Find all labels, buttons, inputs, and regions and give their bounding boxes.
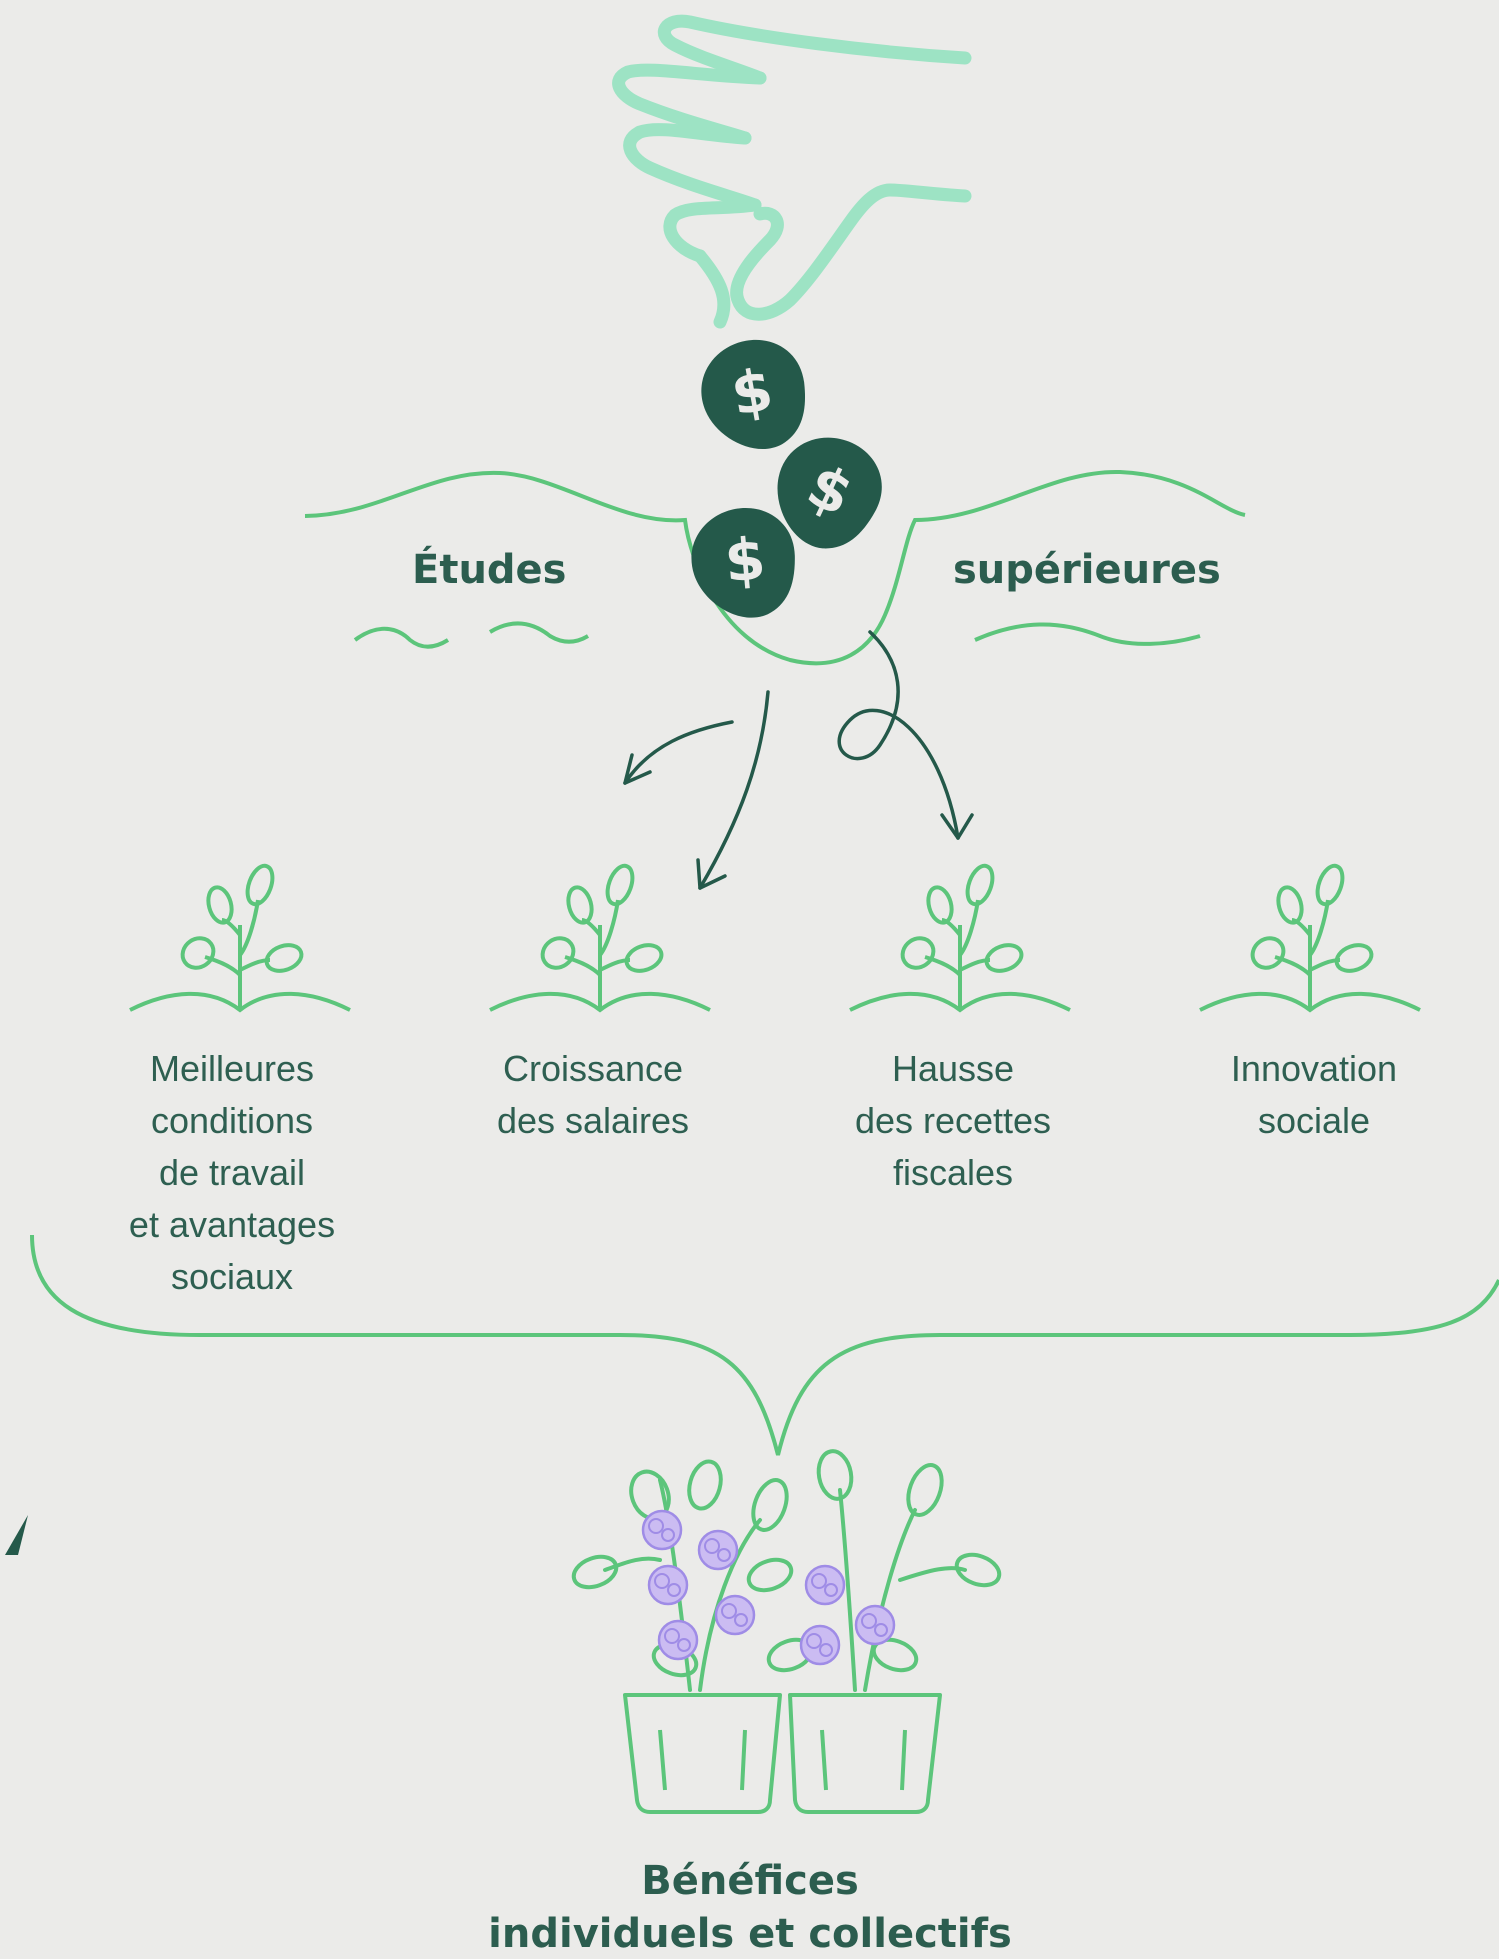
benefit-label-1: Meilleures conditions de travail et avan… [128, 1048, 336, 1297]
sprout-4 [1198, 860, 1422, 1012]
footer-line-1: Bénéfices [641, 1858, 859, 1904]
word-right: supérieures [953, 547, 1221, 593]
word-left: Études [412, 547, 567, 593]
hand-icon [612, 14, 972, 329]
coin-3-symbol: $ [722, 524, 768, 595]
wave-left-2 [488, 621, 590, 644]
benefit-label-3: Hausse des recettes fiscales [854, 1048, 1052, 1193]
benefit-label-2: Croissance des salaires [496, 1048, 690, 1141]
wave-right [974, 622, 1201, 646]
ground-line [304, 469, 1246, 666]
sprout-1 [128, 860, 352, 1012]
flower-pots [571, 1449, 1002, 1814]
bracket [30, 1234, 1499, 1456]
benefit-label-4: Innovation sociale [1230, 1048, 1398, 1141]
sprout-3 [848, 860, 1072, 1012]
wave-left-1 [353, 626, 450, 649]
arrows [623, 630, 974, 890]
sprout-2 [488, 860, 712, 1012]
edge-stroke [5, 1515, 28, 1555]
footer-line-2: individuels et collectifs [488, 1911, 1012, 1957]
